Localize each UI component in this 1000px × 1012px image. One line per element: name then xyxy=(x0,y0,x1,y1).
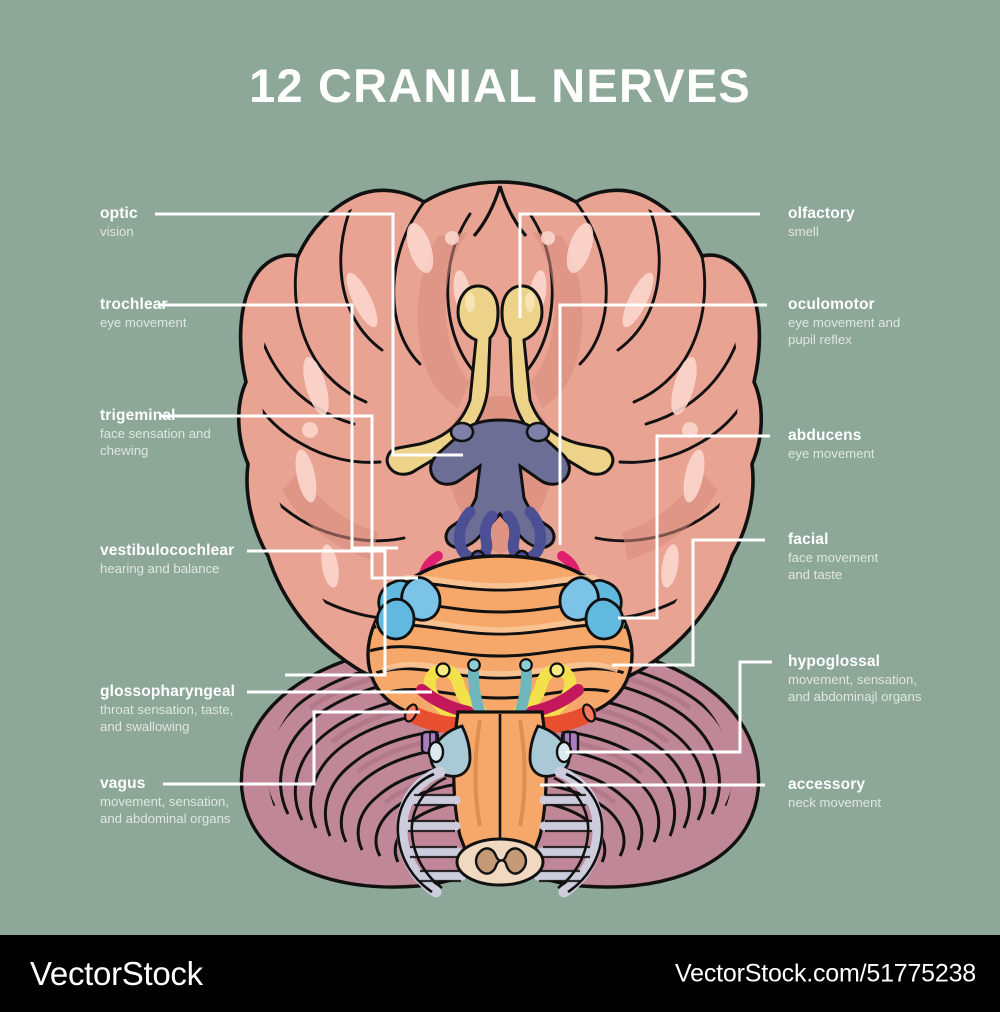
label-glossopharyngeal-desc: throat sensation, taste,and swallowing xyxy=(100,702,234,735)
label-vestibulocochlear-desc: hearing and balance xyxy=(100,561,220,577)
spinal-roots-graphic xyxy=(396,766,604,898)
label-trochlear-name: trochlear xyxy=(100,296,168,313)
vectorstock-logo: VectorStock xyxy=(30,954,203,992)
label-olfactory: olfactory smell xyxy=(788,205,855,241)
label-accessory-desc: neck movement xyxy=(788,795,882,811)
label-facial-name: facial xyxy=(788,531,829,548)
label-glossopharyngeal-name: glossopharyngeal xyxy=(100,683,236,700)
label-vagus-desc: movement, sensation,and abdominal organs xyxy=(100,794,231,827)
page-title: 12 CRANIAL NERVES xyxy=(249,59,751,112)
watermark-bar: VectorStock VectorStock.com/51775238 xyxy=(0,935,1000,1012)
label-optic-name: optic xyxy=(100,205,138,222)
label-trochlear-desc: eye movement xyxy=(100,315,187,331)
label-vagus: vagus movement, sensation,and abdominal … xyxy=(100,775,231,828)
label-hypoglossal-desc: movement, sensation,and abdominajl organ… xyxy=(788,672,922,705)
label-abducens-desc: eye movement xyxy=(788,446,875,462)
label-optic: optic vision xyxy=(100,205,138,241)
vectorstock-url: VectorStock.com/51775238 xyxy=(675,959,976,987)
label-accessory-name: accessory xyxy=(788,776,866,793)
label-trigeminal-name: trigeminal xyxy=(100,407,176,424)
label-vestibulocochlear: vestibulocochlear hearing and balance xyxy=(100,542,234,578)
spinal-cord-tip xyxy=(455,837,545,887)
label-abducens: abducens eye movement xyxy=(788,427,875,463)
label-olfactory-desc: smell xyxy=(788,224,819,240)
label-hypoglossal-name: hypoglossal xyxy=(788,653,881,670)
label-vestibulocochlear-name: vestibulocochlear xyxy=(100,542,235,559)
label-hypoglossal: hypoglossal movement, sensation,and abdo… xyxy=(788,653,921,706)
label-optic-desc: vision xyxy=(100,224,134,240)
label-trochlear: trochlear eye movement xyxy=(100,296,187,332)
label-vagus-name: vagus xyxy=(100,775,146,792)
label-olfactory-name: olfactory xyxy=(788,205,855,222)
label-glossopharyngeal: glossopharyngeal throat sensation, taste… xyxy=(100,683,235,736)
label-accessory: accessory neck movement xyxy=(788,776,881,812)
facial-vestibulocochlear-graphic xyxy=(375,576,625,641)
label-abducens-name: abducens xyxy=(788,427,862,444)
label-oculomotor-name: oculomotor xyxy=(788,296,875,313)
